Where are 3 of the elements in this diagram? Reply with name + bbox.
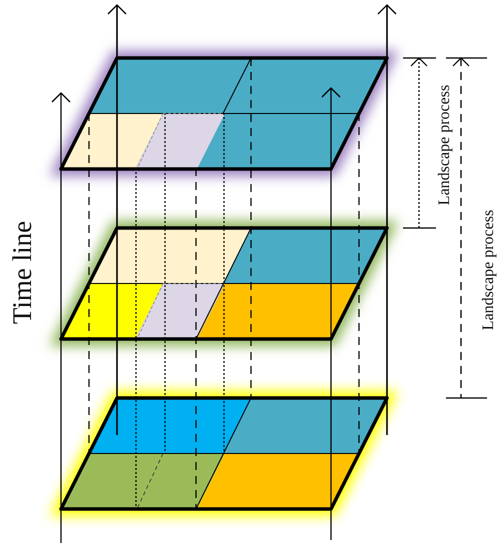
dimension-label: Landscape process bbox=[437, 84, 454, 206]
axis-title: Time line bbox=[8, 220, 36, 324]
dimension-label: Landscape process bbox=[481, 210, 498, 330]
